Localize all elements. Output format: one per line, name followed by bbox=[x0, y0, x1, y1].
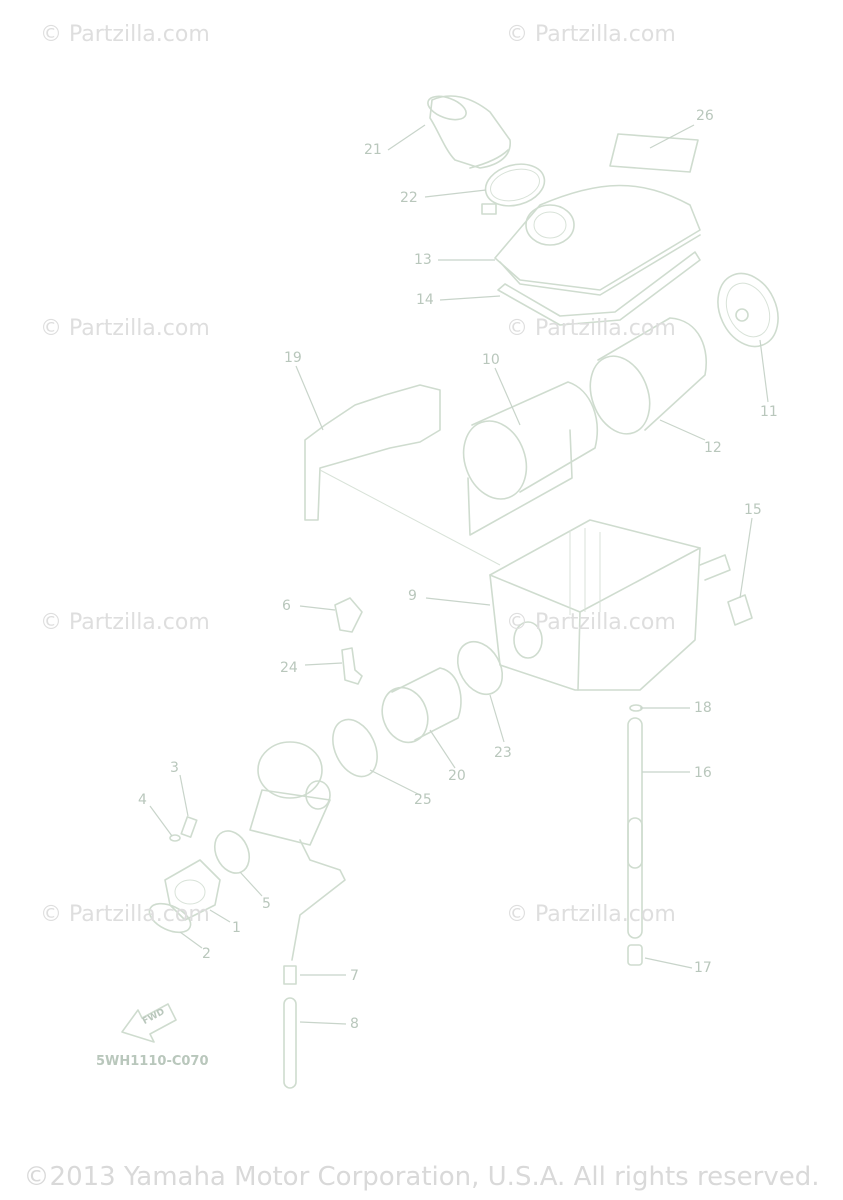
callout-23: 23 bbox=[494, 745, 512, 761]
part-12-filter-element bbox=[589, 317, 707, 435]
callout-25: 25 bbox=[414, 792, 432, 808]
callout-3: 3 bbox=[170, 760, 179, 776]
callout-19: 19 bbox=[284, 350, 302, 366]
watermark: © Partzilla.com bbox=[40, 902, 210, 927]
watermark: © Partzilla.com bbox=[40, 316, 210, 341]
part-23-clamp bbox=[456, 640, 504, 696]
callout-9: 9 bbox=[408, 588, 417, 604]
part-13-cover bbox=[494, 184, 701, 296]
callout-10: 10 bbox=[482, 352, 500, 368]
part-21-intake-duct bbox=[427, 95, 511, 169]
part-9-air-box bbox=[489, 519, 731, 691]
part-26-label bbox=[609, 133, 699, 173]
callout-18: 18 bbox=[694, 700, 712, 716]
callout-15: 15 bbox=[744, 502, 762, 518]
callout-26: 26 bbox=[696, 108, 714, 124]
part-16-drain-hose bbox=[627, 717, 643, 939]
part-14-gasket bbox=[497, 251, 701, 326]
callout-16: 16 bbox=[694, 765, 712, 781]
part-24-elbow bbox=[341, 647, 363, 685]
callout-20: 20 bbox=[448, 768, 466, 784]
fwd-arrow-icon bbox=[121, 1003, 177, 1043]
part-15-clip bbox=[727, 594, 753, 626]
diagram-code: 5WH1110-C070 bbox=[96, 1054, 209, 1069]
watermark: © Partzilla.com bbox=[506, 610, 676, 635]
callout-7: 7 bbox=[350, 968, 359, 984]
callout-6: 6 bbox=[282, 598, 291, 614]
part-10-filter-cage bbox=[462, 381, 598, 536]
copyright-footer: ©2013 Yamaha Motor Corporation, U.S.A. A… bbox=[23, 1162, 820, 1192]
watermark: © Partzilla.com bbox=[506, 316, 676, 341]
part-11-end-cap bbox=[717, 272, 779, 348]
watermark: © Partzilla.com bbox=[506, 902, 676, 927]
part-20-joint bbox=[381, 667, 462, 744]
callout-21: 21 bbox=[364, 142, 382, 158]
part-8-hose bbox=[283, 997, 297, 1089]
callout-22: 22 bbox=[400, 190, 418, 206]
callout-14: 14 bbox=[416, 292, 434, 308]
callout-2: 2 bbox=[202, 946, 211, 962]
carburetor bbox=[249, 741, 346, 961]
callout-4: 4 bbox=[138, 792, 147, 808]
leader-lines bbox=[149, 124, 769, 1025]
callout-24: 24 bbox=[280, 660, 298, 676]
watermark: © Partzilla.com bbox=[506, 22, 676, 47]
callout-5: 5 bbox=[262, 896, 271, 912]
callout-1: 1 bbox=[232, 920, 241, 936]
part-17-plug bbox=[627, 944, 643, 966]
part-7-fitting bbox=[283, 965, 297, 985]
callout-11: 11 bbox=[760, 404, 778, 420]
part-19-bracket bbox=[304, 384, 501, 566]
callout-17: 17 bbox=[694, 960, 712, 976]
part-3-screw bbox=[180, 816, 198, 838]
part-5-clamp bbox=[213, 830, 251, 874]
part-2-o-ring bbox=[148, 902, 192, 934]
part-6-cap bbox=[334, 597, 363, 633]
watermark: © Partzilla.com bbox=[40, 610, 210, 635]
part-25-clamp bbox=[332, 718, 378, 778]
part-4-washer bbox=[169, 834, 181, 842]
part-22-clamp bbox=[481, 163, 546, 215]
watermark: © Partzilla.com bbox=[40, 22, 210, 47]
callout-13: 13 bbox=[414, 252, 432, 268]
callout-8: 8 bbox=[350, 1016, 359, 1032]
callout-12: 12 bbox=[704, 440, 722, 456]
